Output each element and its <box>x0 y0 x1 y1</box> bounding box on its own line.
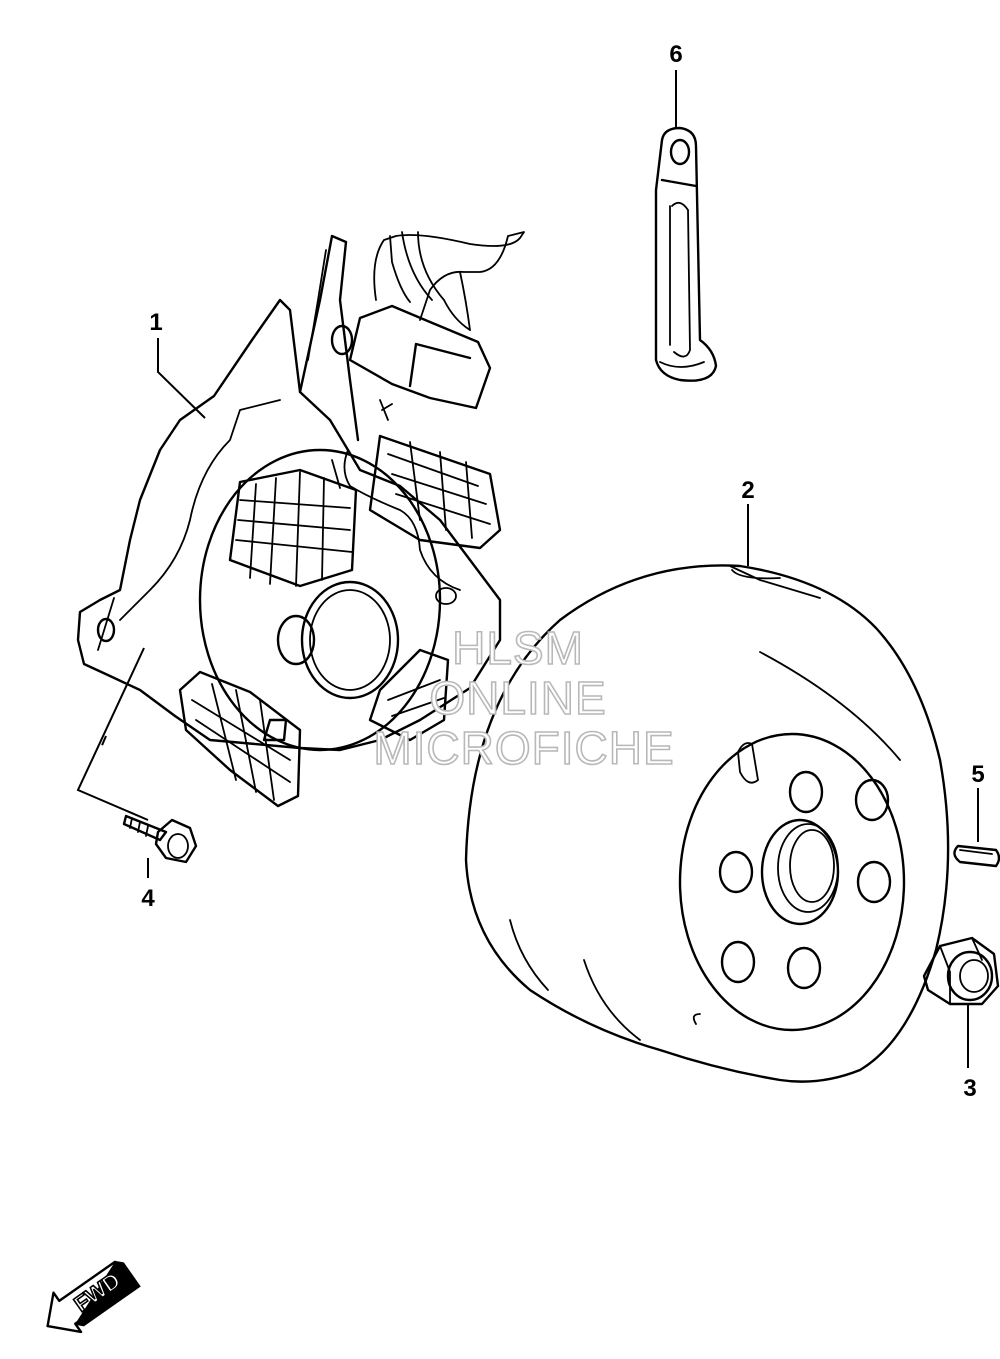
callout-3: 3 <box>963 1075 976 1102</box>
callout-6: 6 <box>669 41 682 68</box>
callout-1: 1 <box>149 309 162 336</box>
part-4-bolt <box>76 647 198 878</box>
part-3-nut <box>922 936 1000 1068</box>
part-6-clamp <box>654 70 718 382</box>
callout-2: 2 <box>741 477 754 504</box>
watermark-line-2: ONLINE <box>429 672 606 724</box>
part-2-rotor <box>464 504 950 1083</box>
part-1-stator <box>76 231 525 808</box>
watermark-line-1: HLSM <box>452 622 584 674</box>
callout-4: 4 <box>141 885 155 912</box>
part-5-key <box>953 788 1000 868</box>
callout-5: 5 <box>971 761 984 788</box>
watermark-line-3: MICROFICHE <box>373 722 674 774</box>
fwd-arrow: FWD <box>46 1260 141 1334</box>
watermark: HLSM ONLINE MICROFICHE <box>373 621 675 775</box>
